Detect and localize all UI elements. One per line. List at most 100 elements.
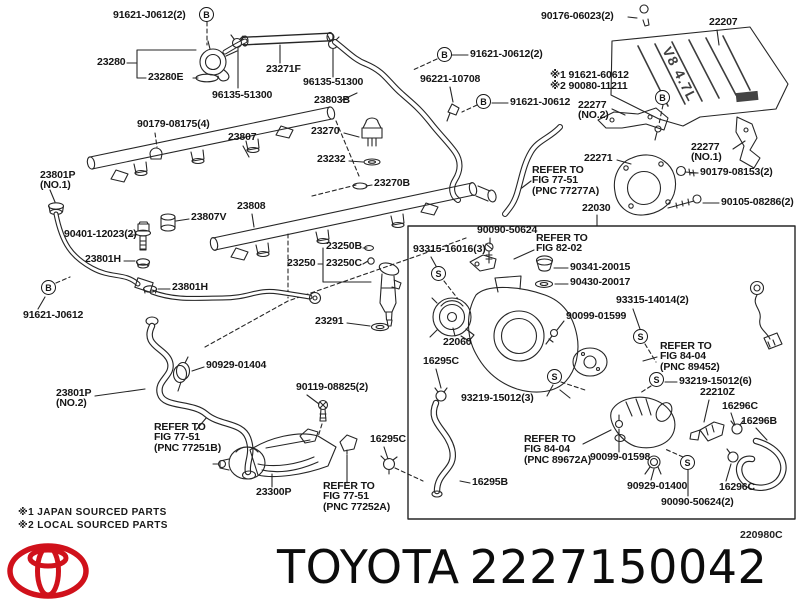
bracket-22277-no2-drawing [597,107,669,141]
part-number-label: 90090-50624 [477,224,538,236]
note-japan-sourced: ※1 JAPAN SOURCED PARTS [18,507,167,518]
clamp-16295c-outside-drawing [380,455,398,475]
leader-lines [37,16,768,497]
part-number-label: 16296B [741,415,777,427]
callout-marker-b: B [41,280,56,295]
part-number-label: 93219-15012(6) [679,375,752,387]
refer-to-note: REFER TO FIG 82-02 [536,232,588,255]
part-number-label: 23270 [311,125,340,137]
part-number-label: 96135-51300 [303,76,364,88]
part-number-label: 16296C [719,481,755,493]
bolt-90401-drawing [137,221,150,232]
refer-to-note: REFER TO FIG 77-51 (PNC 77252A) [323,480,391,513]
sourcing-notes: ※1 JAPAN SOURCED PARTS ※2 LOCAL SOURCED … [18,507,168,532]
part-number-label: 90341-20015 [570,261,631,273]
screw-90105-08286-drawing [667,194,702,209]
bolt-90099-01599-drawing [549,328,559,338]
callout-marker-b: B [437,47,452,62]
part-number-label: 93219-15012(3) [461,392,534,404]
part-number-label: 90105-08286(2) [721,196,794,208]
figure-code: 220980C [740,529,783,541]
callout-marker-b: B [476,94,491,109]
part-number-label: 90090-50624(2) [661,496,734,508]
part-number-label: 16295C [423,355,459,367]
refer-to-note: REFER TO FIG 77-51 (PNC 77277A) [532,164,600,197]
engine-cover-22207-drawing: V8 4.7L [610,4,789,127]
part-number-label: 22207 [709,16,738,28]
refer-to-note: REFER TO FIG 84-04 (PNC 89672A) [524,433,592,466]
part-number-label: 91621-J0612(2) [470,48,543,60]
toyota-logo [7,543,89,599]
part-number-label: 90179-08175(4) [137,118,210,130]
part-number-label: 23807V [191,211,227,223]
part-number-label: 16295C [370,433,406,445]
callout-marker-s: S [680,455,695,470]
harness-drawing [749,280,783,350]
part-number-label: 22277 (NO.1) [691,141,722,164]
washer-23270b-drawing [352,182,368,190]
part-number-label: ※1 91621-60612 [550,69,629,81]
part-number-label: 90176-06023(2) [541,10,614,22]
callout-marker-s: S [431,266,446,281]
fuel-rail-23807-drawing [86,106,336,183]
part-number-label: 90929-01404 [206,359,267,371]
refer-to-note: REFER TO FIG 84-04 (PNC 89452) [660,340,720,373]
part-number-label: 90119-08825(2) [296,381,369,393]
part-number-label: 90430-20017 [570,276,631,288]
hose-16295b-drawing [430,387,457,498]
part-number-label: 23250B [326,240,362,252]
bolt-90090-top-drawing [469,242,497,272]
bolt-90176-drawing [639,4,650,27]
part-number-label: 23271F [266,63,301,75]
part-number-label: 23807 [228,131,257,143]
sensor-22210z-drawing [689,421,725,442]
clamp-16296c-drawing [731,423,743,435]
damper-23270-drawing [352,117,383,190]
clip-96221-drawing [446,103,460,122]
parts-box-22030 [407,225,796,520]
part-number-label: 91621-J0612 [23,309,84,321]
part-number-label: 23280E [148,71,184,83]
callout-marker-s: S [649,372,664,387]
grommet-90341-drawing [535,255,554,272]
part-number-label: 23801P (NO.1) [40,169,76,192]
hose-77277a-drawing [502,124,563,217]
part-number-label: 23270B [374,177,410,189]
part-number-label: 91621-J0612(2) [113,9,186,21]
throttle-body-drawing [468,275,608,399]
valve-assy-23300p-drawing [212,399,358,480]
throttle-gasket-22271-drawing [613,154,677,216]
refer-to-note: REFER TO FIG 77-51 (PNC 77251B) [154,421,222,454]
oring-23291-drawing [370,322,390,332]
part-number-label: 22271 [584,152,613,164]
part-number-label: 22030 [582,202,611,214]
callout-marker-b: B [199,7,214,22]
part-number-label: 23801H [85,253,121,265]
part-number-label: 16296C [722,400,758,412]
part-number-label: 23250C [326,257,362,269]
part-number-label: 23300P [256,486,292,498]
part-number-label: 23801H [172,281,208,293]
part-number-label: 93315-16016(3) [413,243,486,255]
brand-text: TOYOTA [277,540,460,594]
part-number-label: ※2 90080-11211 [550,80,628,92]
callout-marker-b: B [655,90,670,105]
part-number-label: 23803B [314,94,350,106]
fuel-pipe-23271f-drawing [222,31,335,55]
part-number-label: 23801P (NO.2) [56,387,92,410]
part-number-label: 93315-14014(2) [616,294,689,306]
pressure-regulator-23280-drawing [195,40,238,83]
part-number-label: 23232 [317,153,346,165]
part-number-label: 16295B [472,476,508,488]
bolt-90179-08153-drawing [675,165,699,177]
part-number-label: 90929-01400 [627,480,688,492]
part-number-label: 23291 [315,315,344,327]
note-local-sourced: ※2 LOCAL SOURCED PARTS [18,519,168,531]
fuel-rail-23808-drawing [209,182,497,261]
bolt-90099-01598-drawing [614,419,624,429]
dashed-links [55,21,684,482]
clamp-90929-01400-drawing [644,455,662,475]
part-number-label: 23250 [287,257,316,269]
